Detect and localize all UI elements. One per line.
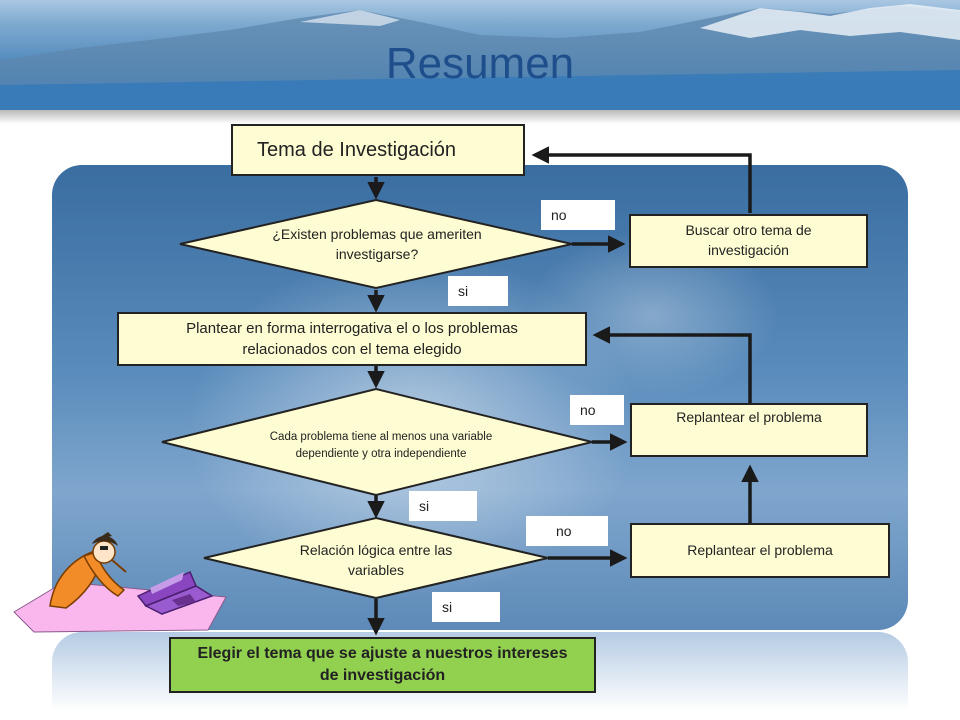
formulate-problems-text: Plantear en forma interrogativa el o los… [186,320,518,358]
rethink-problem-box-1: Replantear el problema [630,403,868,457]
header-sky-banner [0,0,960,110]
topic-box-text: Tema de Investigación [257,139,457,161]
arrow-replantear1-to-plantear [592,326,752,403]
label-si-1: si [448,276,508,306]
decision-logic-text: Relación lógica entre las variables [299,541,453,578]
label-no-1: no [541,200,615,230]
arrow-buscar-to-tema [531,146,752,213]
header-shadow [0,110,960,124]
decision-diamond-variables [161,387,593,497]
formulate-problems-box: Plantear en forma interrogativa el o los… [117,312,587,366]
search-other-topic-text: Buscar otro tema de investigación [685,222,812,258]
slide-title: Resumen [385,39,575,88]
label-no-3: no [526,516,608,546]
decision-diamond-problems [179,198,573,290]
choose-topic-box: Elegir el tema que se ajuste a nuestros … [169,637,596,693]
choose-topic-text: Elegir el tema que se ajuste a nuestros … [197,644,568,684]
rethink-problem-text-1: Replantear el problema [676,409,822,425]
decision-problems-text: ¿Existen problemas que ameriten investig… [272,225,482,262]
decision-variables-text: Cada problema tiene al menos una variabl… [269,431,493,460]
mountain-background [0,4,960,110]
thinking-person-illustration [13,532,227,633]
label-no-2: no [570,395,624,425]
label-si-3: si [432,592,500,622]
rethink-problem-text-2: Replantear el problema [687,541,833,558]
label-si-2: si [409,491,477,521]
rethink-problem-box-2: Replantear el problema [630,523,890,578]
search-other-topic-box: Buscar otro tema de investigación [629,214,868,268]
decision-diamond-logic [203,516,549,600]
topic-box: Tema de Investigación [231,124,525,176]
